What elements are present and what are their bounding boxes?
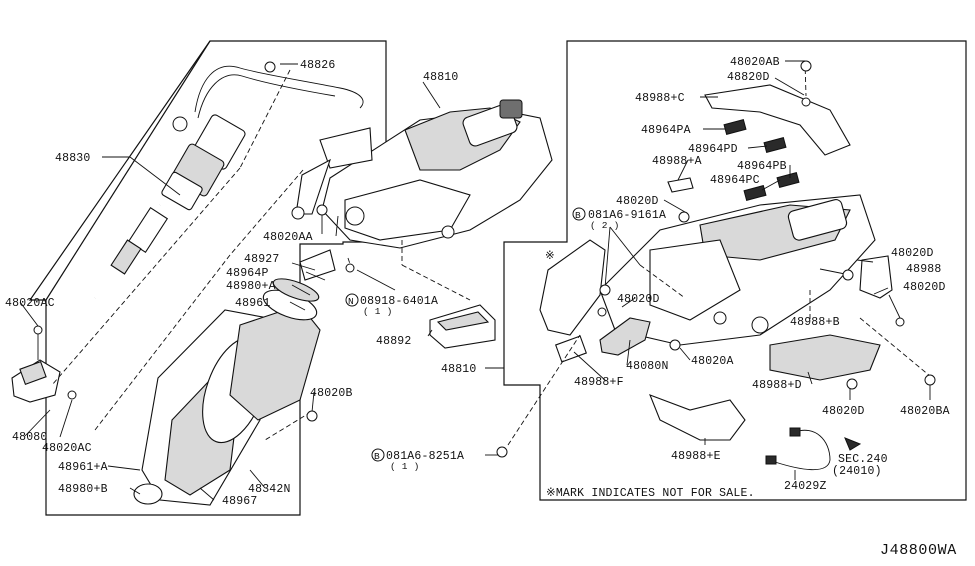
label-48810-mid: 48810 (441, 363, 477, 376)
callout-N-letter: N (348, 296, 354, 307)
label-48020D-e: 48020D (822, 405, 865, 418)
diagram-code: J48800WA (880, 542, 957, 559)
label-48980A: 48980+A (226, 280, 276, 293)
callout-N-circle (345, 293, 359, 307)
label-48980B: 48980+B (58, 483, 108, 496)
label-081A6-9161A: 081A6-9161A (588, 209, 666, 222)
right-group-frame (503, 40, 967, 501)
label-48020D-b: 48020D (617, 293, 660, 306)
label-48080N: 48080N (626, 360, 669, 373)
label-48964PC: 48964PC (710, 174, 760, 187)
label-48927: 48927 (244, 253, 280, 266)
label-48964P: 48964P (226, 267, 269, 280)
label-48988E: 48988+E (671, 450, 721, 463)
steering-column-48810-right (539, 84, 893, 471)
label-48988A: 48988+A (652, 155, 702, 168)
callout-B-lower-letter: B (374, 451, 380, 462)
column-cover-group (133, 249, 336, 506)
label-sec240: SEC.240 (838, 453, 888, 466)
label-48988C: 48988+C (635, 92, 685, 105)
callout-B-lower-circle (371, 448, 385, 462)
label-48892: 48892 (376, 335, 412, 348)
label-081A6-8251A: 081A6-8251A (386, 450, 464, 463)
label-48967: 48967 (222, 495, 258, 508)
label-48020BA: 48020BA (900, 405, 950, 418)
label-08918-6401A: 08918-6401A (360, 295, 438, 308)
label-48810-top: 48810 (423, 71, 459, 84)
label-48988B: 48988+B (790, 316, 840, 329)
intermediate-shaft-48830 (92, 61, 364, 300)
joint-48080 (11, 325, 77, 403)
label-48020D-d: 48020D (903, 281, 946, 294)
not-for-sale-note: ※MARK INDICATES NOT FOR SALE. (546, 487, 755, 500)
not-for-sale-mark: ※ (545, 250, 555, 263)
bracket-48892 (429, 304, 496, 349)
label-48961A: 48961+A (58, 461, 108, 474)
label-48964PD: 48964PD (688, 143, 738, 156)
label-24029Z: 24029Z (784, 480, 827, 493)
label-48988F: 48988+F (574, 376, 624, 389)
label-48020AA: 48020AA (263, 231, 313, 244)
label-08918-qty: ( 1 ) (363, 306, 393, 317)
label-48020AC-upper: 48020AC (5, 297, 55, 310)
label-48020D-a: 48020D (616, 195, 659, 208)
callout-B-upper-circle (572, 207, 586, 221)
label-48988: 48988 (906, 263, 942, 276)
label-48020AC-lower: 48020AC (42, 442, 92, 455)
label-081A6-9161A-qty: ( 2 ) (590, 220, 620, 231)
label-48830: 48830 (55, 152, 91, 165)
label-081A6-8251A-qty: ( 1 ) (390, 461, 420, 472)
label-48342N: 48342N (248, 483, 291, 496)
label-48961: 48961 (235, 297, 271, 310)
label-48020D-c: 48020D (891, 247, 934, 260)
shaft-group-frame (45, 40, 211, 301)
label-48020AB: 48020AB (730, 56, 780, 69)
callout-B-upper-letter: B (575, 210, 581, 221)
label-48964PA: 48964PA (641, 124, 691, 137)
part-labels: 48826 48830 48810 48020AA 48020AC 48080 … (5, 56, 957, 559)
steering-column-48810-top (291, 99, 553, 249)
label-48080: 48080 (12, 431, 48, 444)
label-48020B: 48020B (310, 387, 353, 400)
label-sec240-ref: (24010) (832, 465, 882, 478)
label-48020A: 48020A (691, 355, 734, 368)
label-48964PB: 48964PB (737, 160, 787, 173)
label-48820D: 48820D (727, 71, 770, 84)
leader-lines (19, 60, 931, 501)
fasteners (306, 60, 936, 458)
label-48826: 48826 (300, 59, 336, 72)
label-48988D: 48988+D (752, 379, 802, 392)
